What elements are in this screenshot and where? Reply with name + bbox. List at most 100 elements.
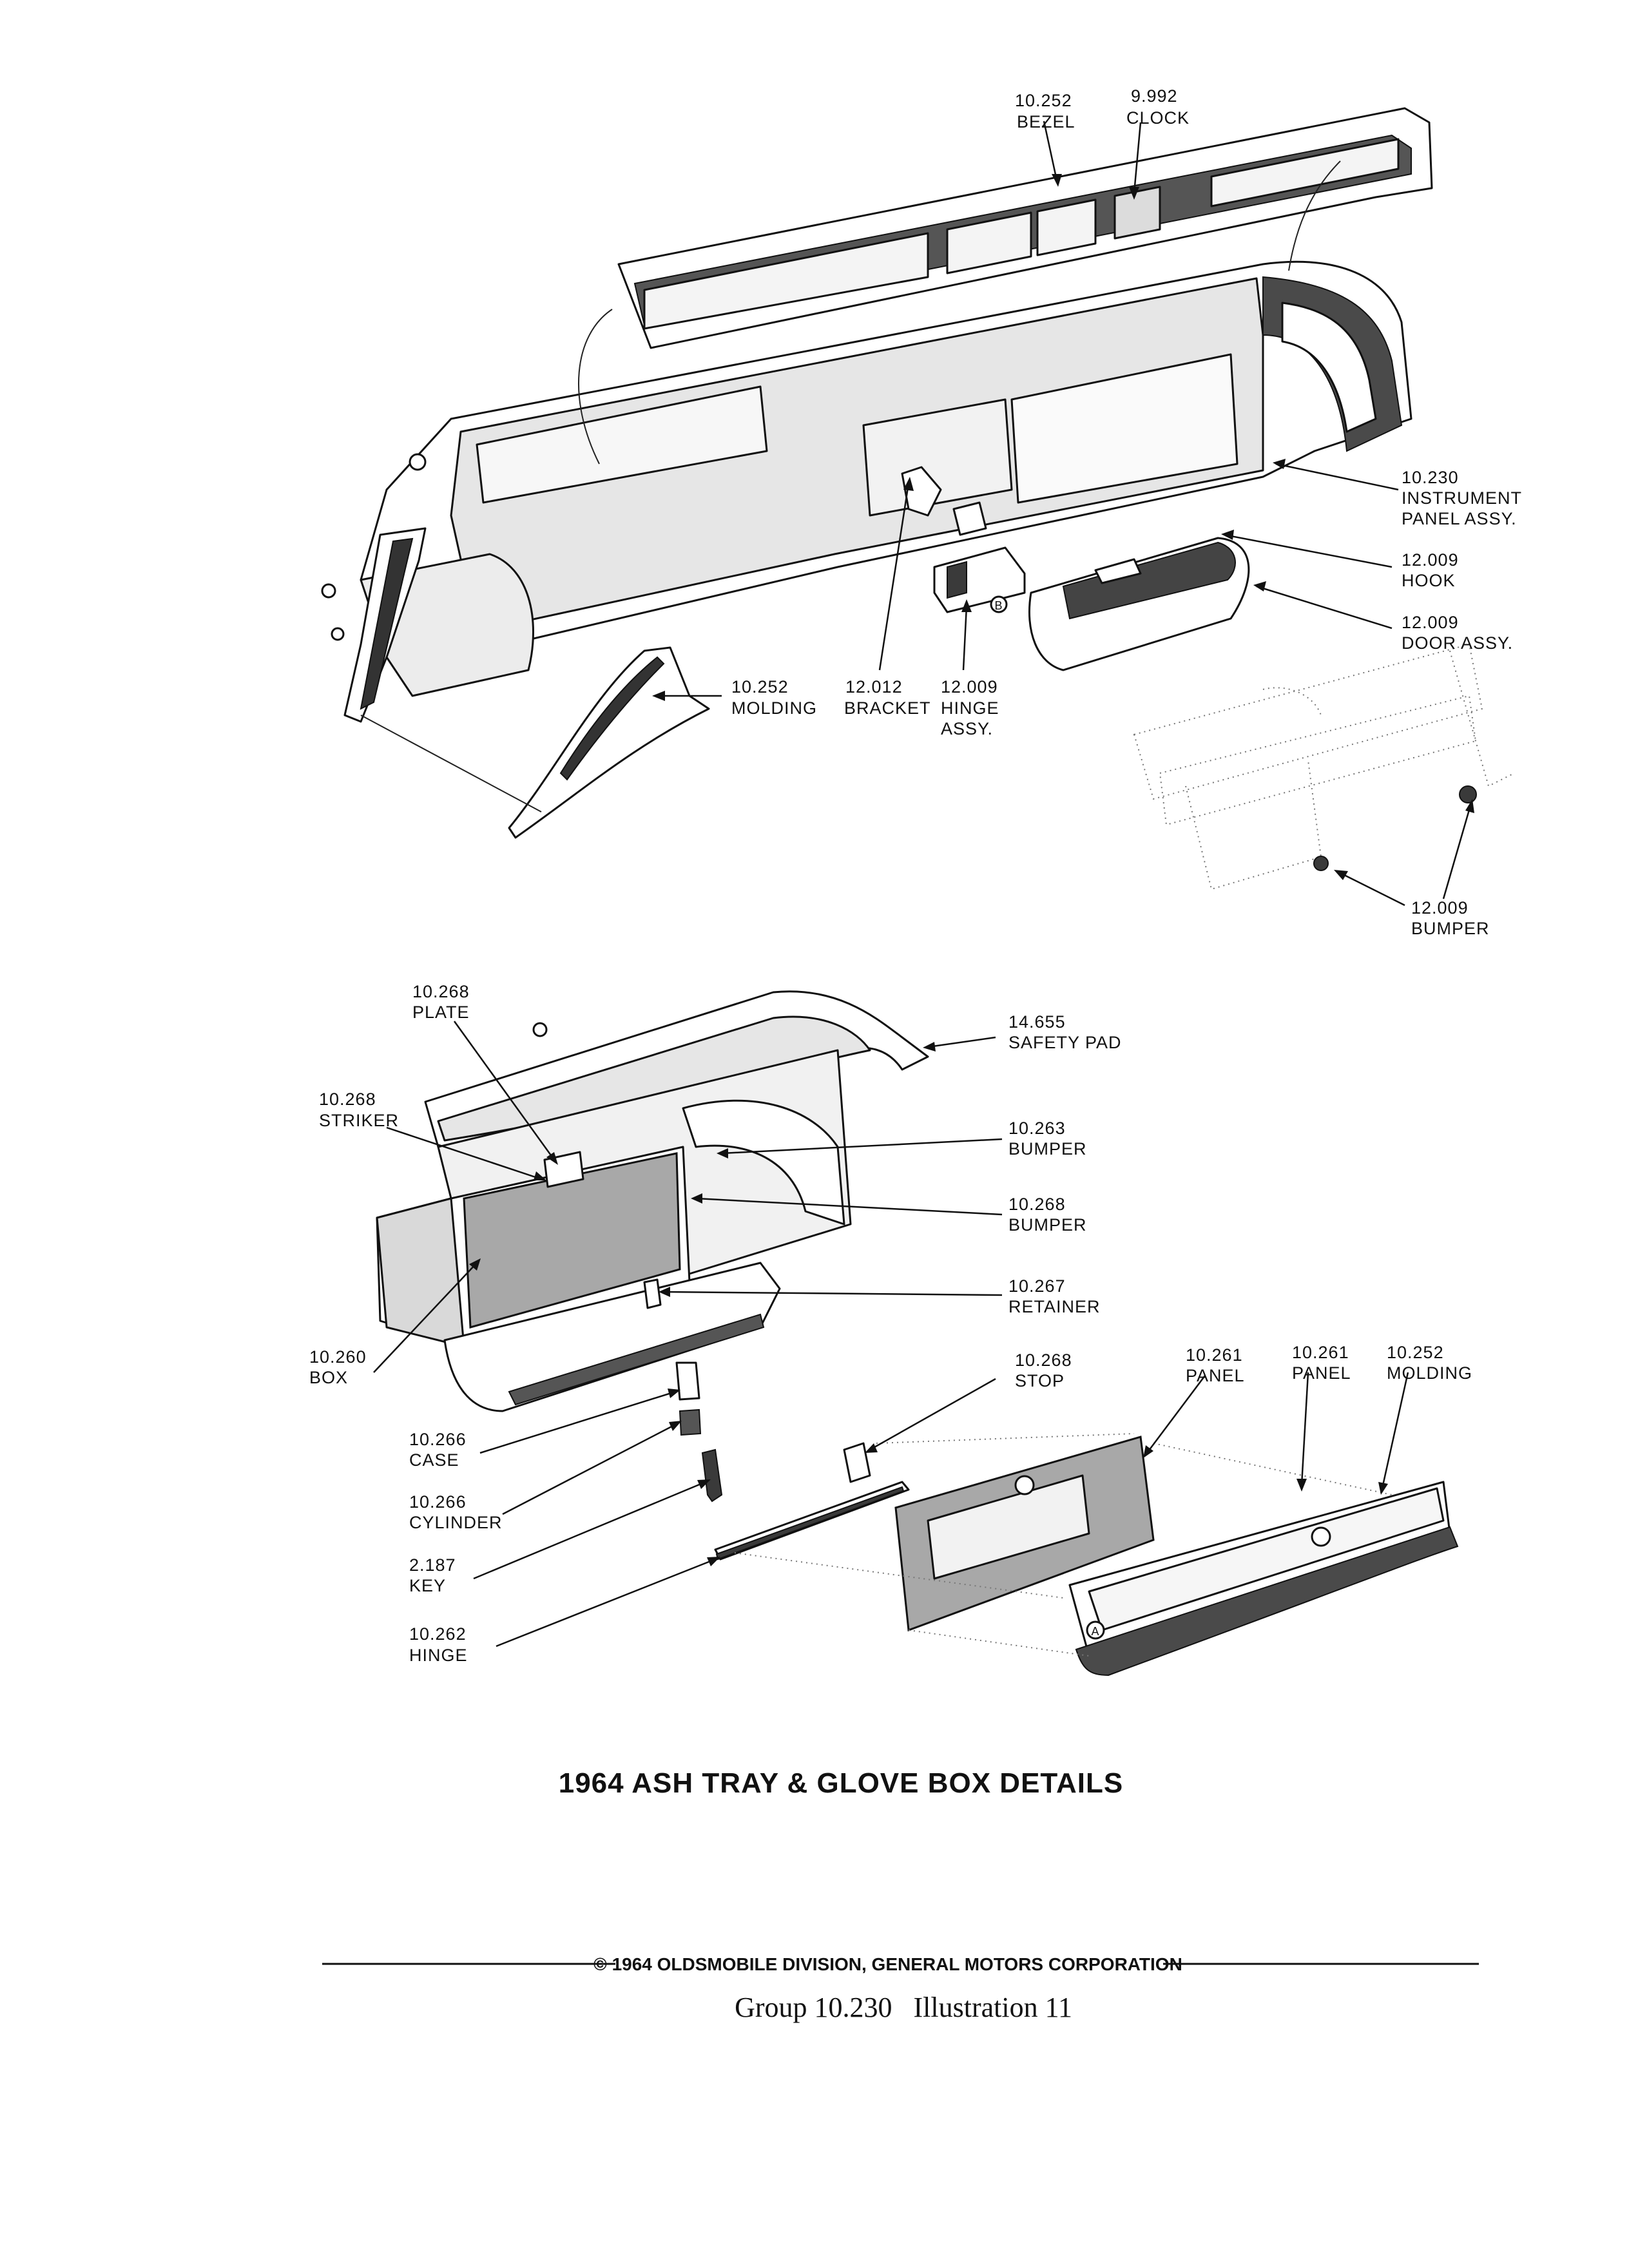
copyright-line: © 1964 OLDSMOBILE DIVISION, GENERAL MOTO…: [593, 1954, 1182, 1974]
hook-number: 12.009: [1402, 550, 1459, 570]
screw-icon: [331, 627, 345, 641]
molding-number: 10.252: [731, 677, 789, 697]
box-number: 10.260: [309, 1347, 367, 1367]
door-upper-band: [1062, 541, 1236, 620]
molding-name: MOLDING: [731, 698, 817, 718]
bezel-number: 10.252: [1015, 91, 1072, 110]
hook-name: HOOK: [1402, 571, 1456, 590]
instrument-panel-name-2: PANEL ASSY.: [1402, 509, 1517, 528]
case-number: 10.266: [409, 1430, 467, 1449]
retainer-name: RETAINER: [1008, 1297, 1101, 1316]
molding-part: [508, 646, 710, 839]
bezel-window-4: [1210, 138, 1400, 207]
bracket-name: BRACKET: [844, 698, 931, 718]
door-name: DOOR ASSY.: [1402, 633, 1513, 653]
case-name: CASE: [409, 1450, 459, 1470]
hinge-bar-edge: [715, 1486, 905, 1561]
molding-b-name: MOLDING: [1387, 1363, 1472, 1383]
marker-b-label: B: [994, 599, 1003, 612]
striker-name: STRIKER: [319, 1111, 399, 1130]
striker-number: 10.268: [319, 1090, 376, 1109]
leaders-top: [652, 120, 1474, 907]
hinge-detail: [947, 561, 967, 599]
instrument-panel-drawing: B: [321, 107, 1515, 890]
marker-a-circle: [1086, 1620, 1105, 1640]
door-hook-part: [1094, 558, 1142, 584]
assembly-line-3: [1153, 1443, 1393, 1495]
cylinder-part: [679, 1408, 702, 1436]
hinge-b-name: HINGE: [409, 1646, 468, 1665]
bumper-number: 12.009: [1411, 898, 1469, 918]
door-hinge-strip: [508, 1313, 765, 1406]
diagram-title: 1964 ASH TRAY & GLOVE BOX DETAILS: [559, 1767, 1124, 1799]
fastener-path-3: [360, 715, 542, 812]
hinge-number: 12.009: [941, 677, 998, 697]
labels-top: 10.252 BEZEL 9.992 CLOCK 10.230 INSTRUME…: [731, 86, 1522, 938]
marker-b-circle: [990, 595, 1008, 613]
cylinder-number: 10.266: [409, 1492, 467, 1512]
molding-b-number: 10.252: [1387, 1343, 1444, 1362]
bumper-263-number: 10.263: [1008, 1119, 1066, 1138]
safety-pad-name: SAFETY PAD: [1008, 1033, 1122, 1052]
panel-a-name: PANEL: [1186, 1366, 1245, 1385]
retainer-part: [643, 1278, 662, 1309]
instrument-cluster-opening: [476, 385, 768, 504]
hinge-name-2: ASSY.: [941, 719, 993, 738]
left-end-cap-stripe: [360, 537, 414, 710]
instrument-panel-number: 10.230: [1402, 468, 1459, 487]
retainer-number: 10.267: [1008, 1276, 1066, 1296]
glove-box-inner: [463, 1152, 681, 1329]
glove-box-side: [376, 1197, 465, 1348]
bumper-icon: [1459, 785, 1477, 803]
bumper-268-name: BUMPER: [1008, 1215, 1087, 1235]
panel-b-knob: [1311, 1526, 1331, 1547]
safety-pad-number: 14.655: [1008, 1012, 1066, 1032]
assembly-line-2: [876, 1433, 1135, 1444]
glove-box-drawing: A: [376, 990, 1459, 1677]
box-name: BOX: [309, 1368, 348, 1387]
cylinder-name: CYLINDER: [409, 1513, 503, 1532]
screw-icon: [321, 583, 336, 599]
bumper-263-name: BUMPER: [1008, 1139, 1087, 1158]
fastener-path-2: [1288, 160, 1341, 271]
key-part: [701, 1448, 723, 1503]
screw-icon: [532, 1022, 548, 1037]
molding-stripe: [559, 656, 665, 781]
instrument-panel-name-1: INSTRUMENT: [1402, 488, 1522, 508]
bumper-name: BUMPER: [1411, 919, 1490, 938]
leaders-bottom: [373, 1021, 1409, 1648]
clock-part: [1113, 186, 1161, 240]
panel-right-end-face: [1281, 302, 1377, 433]
assembly-line-4: [908, 1629, 1090, 1657]
hinge-lever: [952, 501, 987, 536]
group-illustration-line: Group 10.230 Illustration 11: [735, 1992, 1072, 2023]
ash-tray-housing: [862, 398, 1013, 517]
assembly-line-1: [734, 1552, 1064, 1599]
panel-upper-face: [450, 277, 1264, 633]
stop-part: [843, 1442, 871, 1483]
stop-name: STOP: [1015, 1371, 1065, 1390]
molding-bottom-face: [1088, 1487, 1445, 1631]
hinge-b-number: 10.262: [409, 1624, 467, 1644]
molding-bottom-part: [1075, 1526, 1459, 1677]
labels-bottom: 10.268 PLATE 14.655 SAFETY PAD 10.268 ST…: [309, 982, 1472, 1665]
case-part: [675, 1361, 700, 1401]
screw-icon: [409, 453, 427, 471]
bumper-detail-ghost: [1133, 643, 1515, 890]
panel-a-knob: [1014, 1475, 1035, 1495]
marker-a-label: A: [1091, 1625, 1099, 1638]
panel-b-number: 10.261: [1292, 1343, 1349, 1362]
panel-b-name: PANEL: [1292, 1363, 1351, 1383]
bumper-icon: [1313, 856, 1329, 871]
key-name: KEY: [409, 1576, 446, 1595]
hinge-name-1: HINGE: [941, 698, 999, 718]
panel-a-number: 10.261: [1186, 1345, 1243, 1365]
bumper-268-number: 10.268: [1008, 1195, 1066, 1214]
glove-box-opening: [1010, 353, 1239, 504]
bracket-part: [901, 466, 942, 517]
plate-number: 10.268: [412, 982, 470, 1001]
fastener-path-1: [578, 309, 613, 465]
frame-right-side: [682, 1099, 845, 1225]
clock-number: 9.992: [1131, 86, 1178, 106]
